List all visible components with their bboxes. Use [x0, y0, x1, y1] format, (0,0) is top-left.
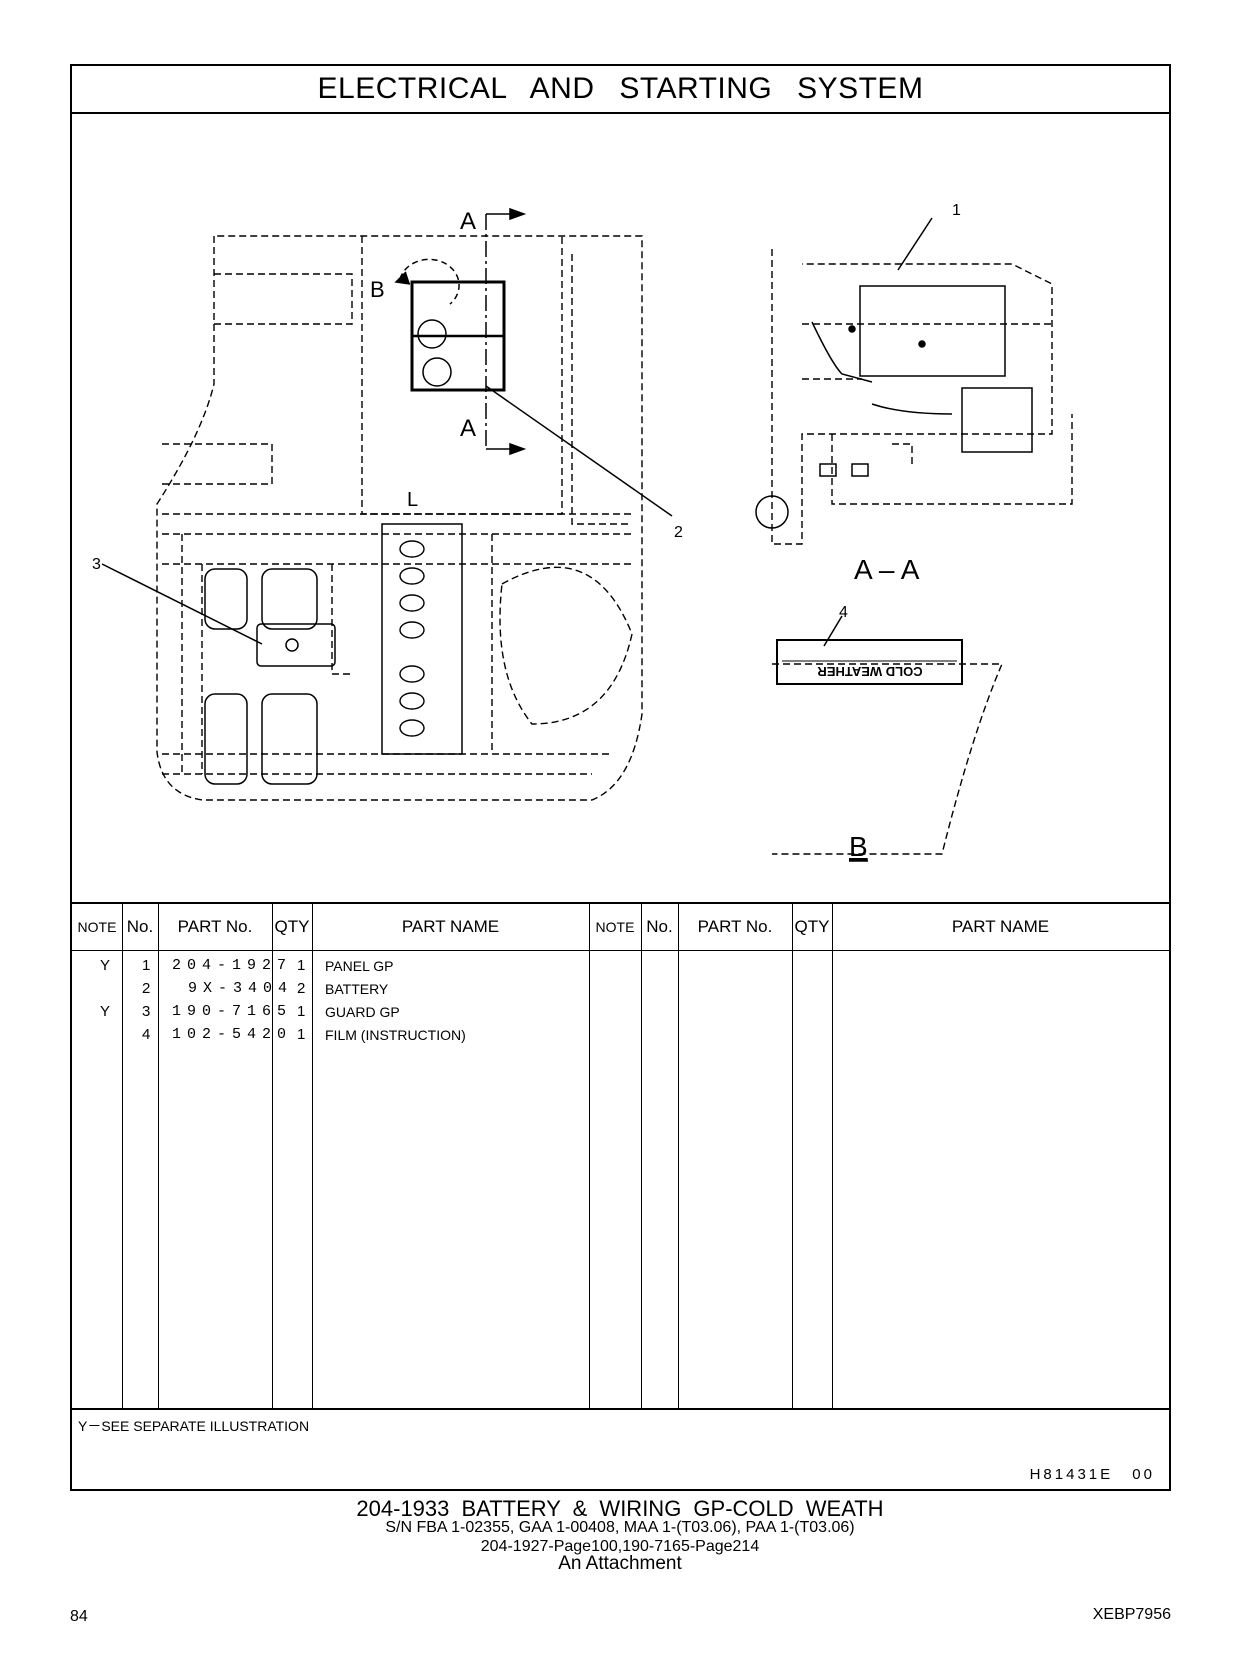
- caption-references: 204-1927-Page100,190-7165-Page214: [480, 1538, 760, 1555]
- caption-attachment: An Attachment: [558, 1553, 682, 1574]
- view-l-marker: L: [407, 489, 418, 511]
- view-b-label: B: [849, 831, 868, 862]
- table-row: 2 9X-3404 2 BATTERY: [72, 977, 589, 1000]
- row-no: 3: [142, 1003, 151, 1020]
- header-part-name: PART NAME: [401, 917, 500, 936]
- row-note: Y: [100, 957, 111, 974]
- section-a-top-label: A: [460, 208, 476, 235]
- row-part-no: 102-5420: [172, 1026, 293, 1043]
- row-part-name: PANEL GP: [325, 957, 394, 974]
- table-row: 4 102-5420 1 FILM (INSTRUCTION): [72, 1023, 589, 1046]
- header-note-2: NOTE: [595, 919, 635, 935]
- callout-3: 3: [92, 556, 101, 573]
- row-qty: 1: [297, 1026, 306, 1043]
- decal-text: COLD WEATHER: [817, 664, 923, 679]
- document-id: XEBP7956: [1092, 1606, 1171, 1623]
- callout-1: 1: [952, 202, 961, 219]
- parts-illustration: 1 2 3 4 A A B L A – A B COLD WEATHER: [92, 202, 1073, 862]
- table-row: Y 1 204-1927 1 PANEL GP: [72, 954, 589, 977]
- row-part-no: 204-1927: [172, 957, 293, 974]
- row-no: 1: [142, 957, 151, 974]
- row-note: Y: [100, 1003, 111, 1020]
- row-no: 2: [142, 980, 151, 997]
- row-no: 4: [142, 1026, 151, 1043]
- callout-4: 4: [839, 604, 848, 621]
- header-no: No.: [126, 917, 154, 936]
- header-no-2: No.: [646, 917, 673, 936]
- row-part-no: 9X-3404: [188, 980, 294, 997]
- footnote: Y－SEE SEPARATE ILLUSTRATION: [78, 1418, 310, 1434]
- page-number: 84: [70, 1608, 88, 1625]
- row-part-name: GUARD GP: [325, 1003, 400, 1020]
- header-part-no-2: PART No.: [697, 917, 773, 936]
- header-qty-2: QTY: [794, 917, 830, 936]
- row-part-name: BATTERY: [325, 980, 389, 997]
- row-qty: 2: [297, 980, 306, 997]
- header-note: NOTE: [77, 919, 117, 935]
- parts-page-frame: ELECTRICAL AND STARTING SYSTEM: [70, 64, 1171, 1491]
- view-b-marker: B: [370, 277, 385, 302]
- header-qty: QTY: [274, 917, 310, 936]
- parts-table: NOTE No. PART No. QTY PART NAME NOTE No.…: [72, 902, 1169, 1410]
- header-part-name-2: PART NAME: [951, 917, 1050, 936]
- caption-title: 204-1933 BATTERY & WIRING GP-COLD WEATH: [356, 1496, 884, 1521]
- row-qty: 1: [297, 957, 306, 974]
- section-a-a-label: A – A: [854, 554, 920, 585]
- table-row: Y 3 190-7165 1 GUARD GP: [72, 1000, 589, 1023]
- page-title: ELECTRICAL AND STARTING SYSTEM: [72, 66, 1169, 114]
- row-part-name: FILM (INSTRUCTION): [325, 1026, 466, 1043]
- row-qty: 1: [297, 1003, 306, 1020]
- header-part-no: PART No.: [177, 917, 253, 936]
- caption-serial-numbers: S/N FBA 1-02355, GAA 1-00408, MAA 1-(T03…: [385, 1519, 855, 1536]
- callout-2: 2: [674, 524, 683, 541]
- drawing-code: H81431E 00: [1029, 1466, 1155, 1483]
- section-a-bottom-label: A: [460, 415, 476, 442]
- row-part-no: 190-7165: [172, 1003, 293, 1020]
